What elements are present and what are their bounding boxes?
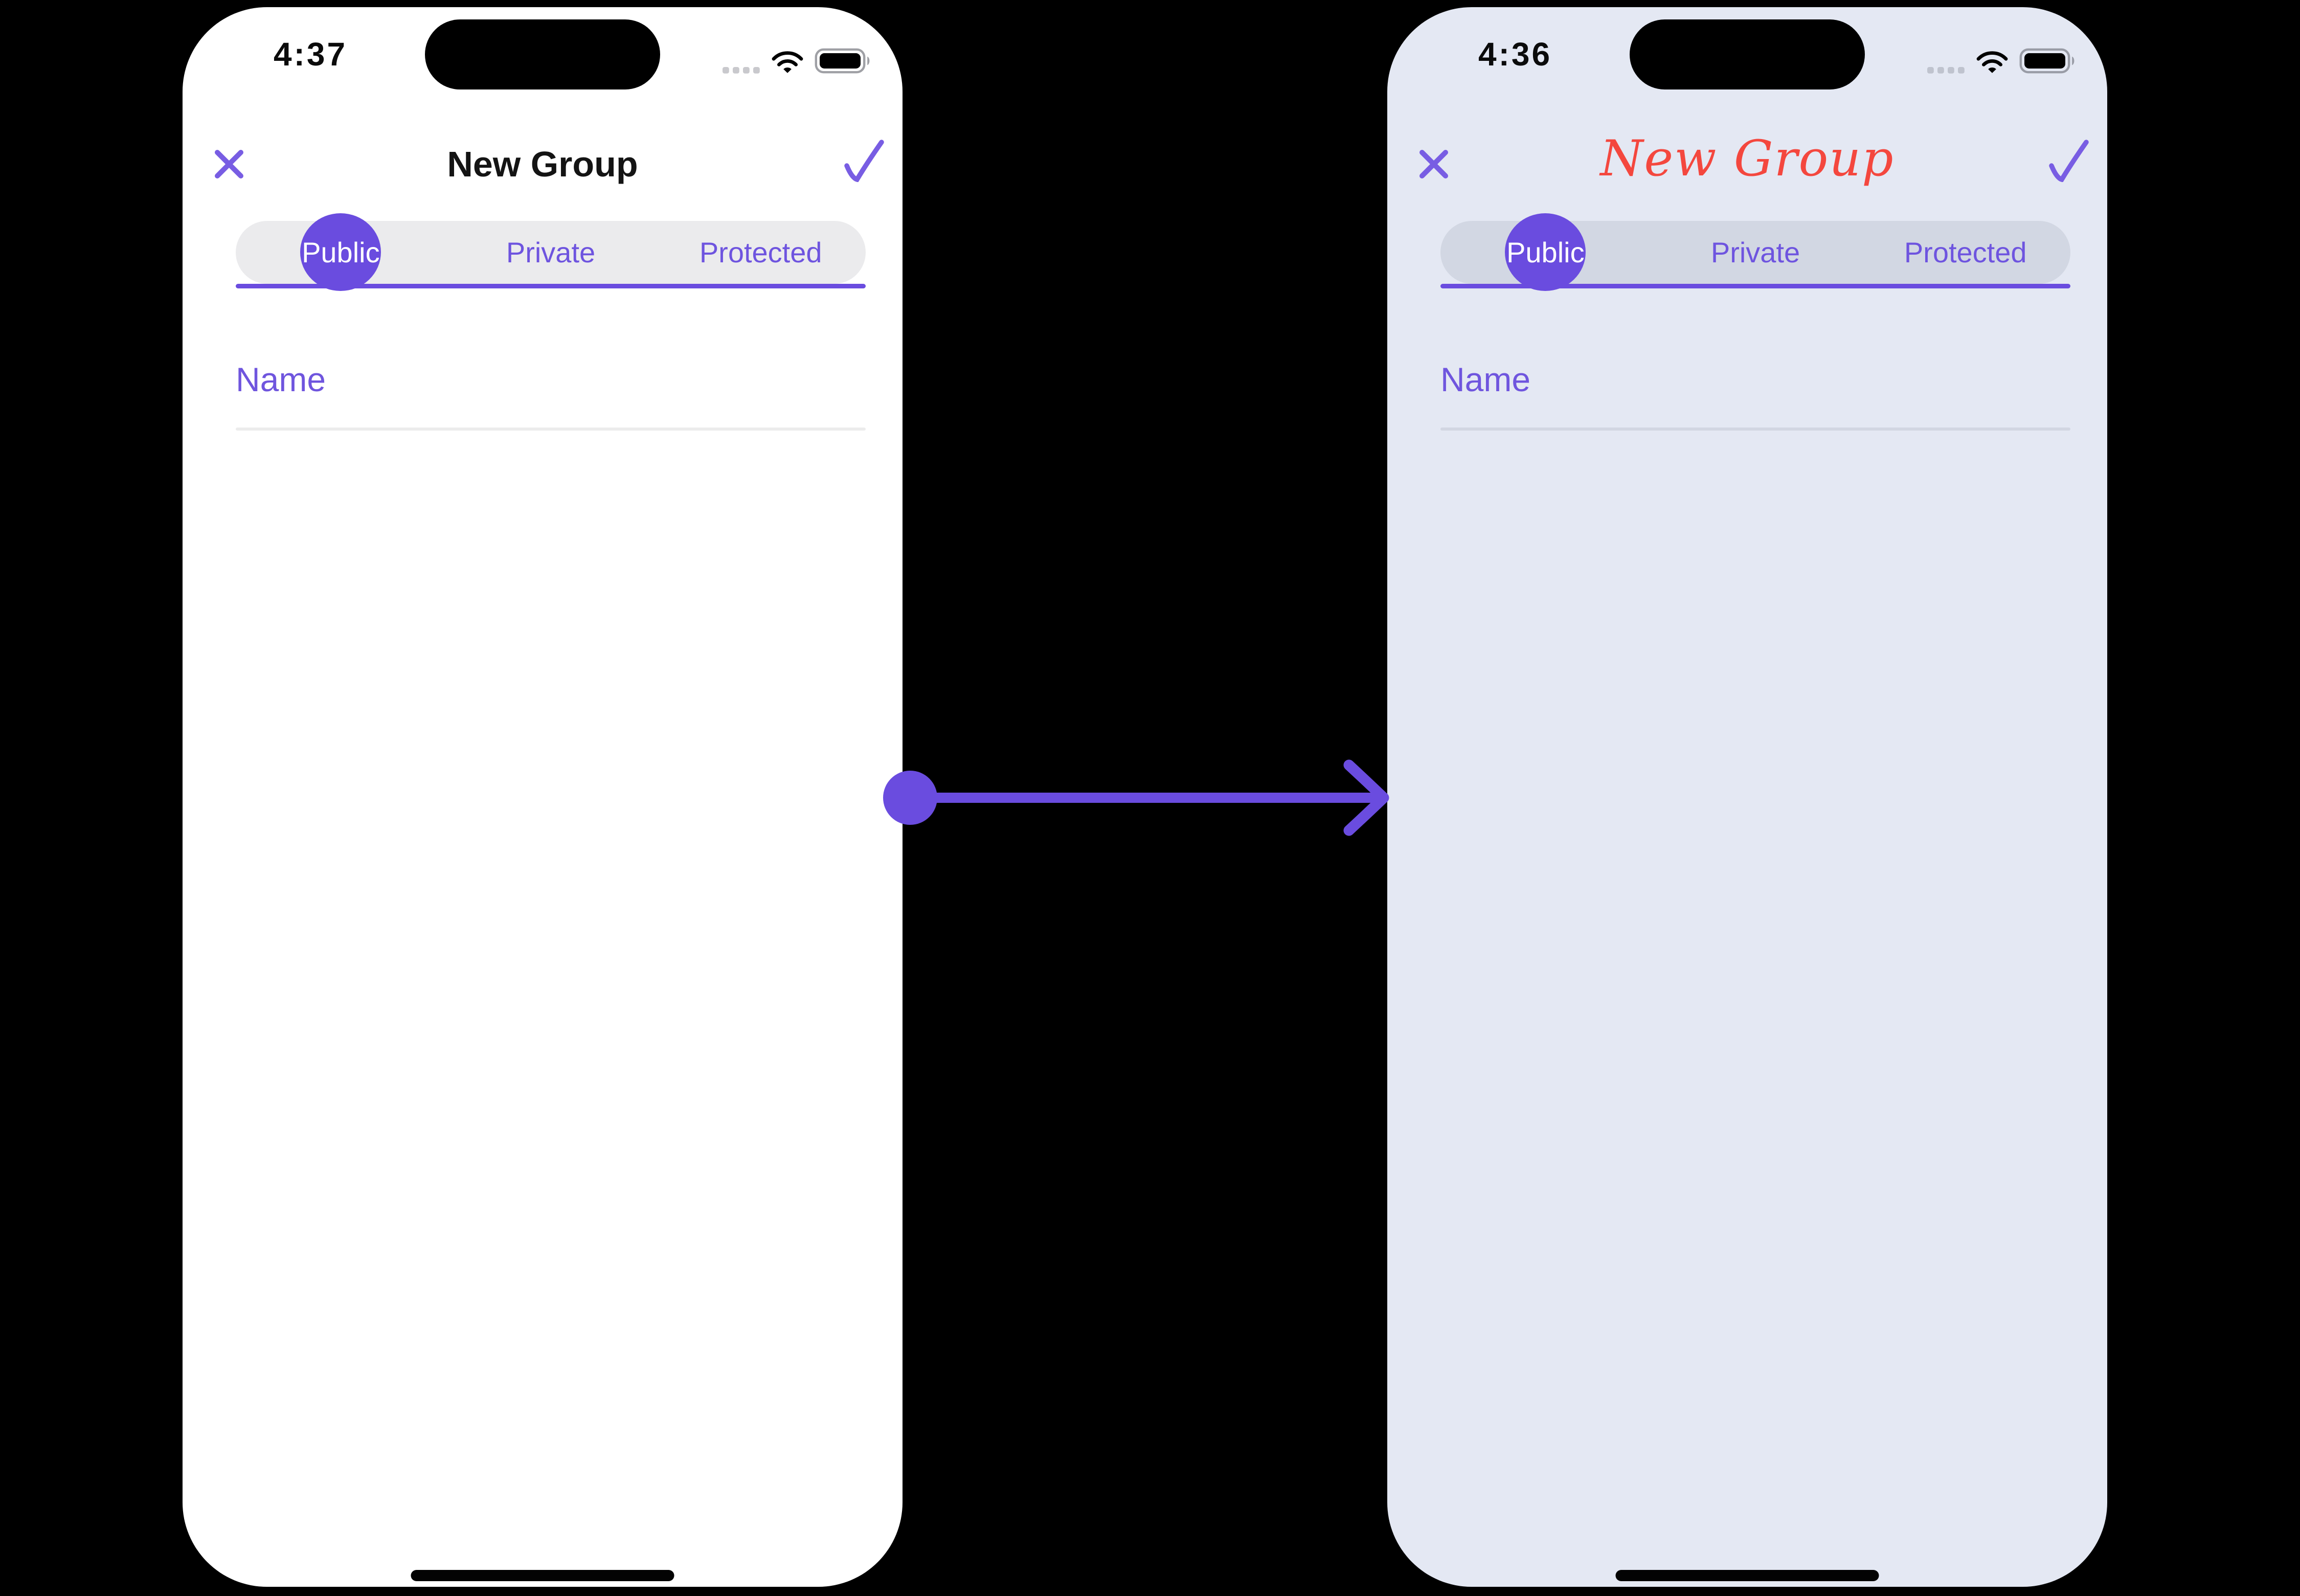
status-icons — [723, 48, 872, 74]
dynamic-island — [425, 19, 660, 89]
tab-label: Protected — [1904, 236, 2027, 268]
tab-label: Protected — [699, 236, 822, 268]
name-field-underline — [236, 428, 866, 431]
wifi-icon — [772, 51, 803, 73]
tab-private[interactable]: Private — [1651, 221, 1861, 284]
tab-private[interactable]: Private — [446, 221, 656, 284]
checkmark-icon[interactable] — [844, 139, 884, 182]
segmented-underline — [236, 284, 866, 288]
tab-protected[interactable]: Protected — [656, 221, 866, 284]
status-icons — [1927, 48, 2077, 74]
phone-after: 4:36 New Group — [1387, 7, 2107, 1587]
arrow-head — [1343, 759, 1389, 836]
tab-public[interactable]: Public — [1440, 213, 1651, 291]
battery-icon — [2019, 48, 2074, 74]
tab-public[interactable]: Public — [236, 213, 446, 291]
tab-label: Private — [1710, 236, 1800, 268]
tab-label: Public — [1506, 236, 1585, 268]
group-name-input[interactable] — [236, 355, 866, 404]
status-time: 4:36 — [1478, 36, 1552, 73]
close-x-icon[interactable] — [212, 147, 246, 181]
close-x-icon[interactable] — [1417, 147, 1451, 181]
checkmark-icon[interactable] — [2049, 139, 2089, 182]
phone-before: 4:37 New Group — [183, 7, 903, 1587]
tab-protected[interactable]: Protected — [1860, 221, 2070, 284]
page-title: New Group — [447, 144, 638, 184]
wifi-icon — [1976, 51, 2008, 73]
dynamic-island — [1630, 19, 1865, 89]
selected-tab-indicator — [300, 213, 381, 291]
cellular-dots-icon — [1927, 67, 1965, 74]
arrow-origin-dot — [883, 771, 937, 825]
cellular-dots-icon — [723, 67, 760, 74]
home-indicator[interactable] — [411, 1570, 674, 1581]
group-name-input[interactable] — [1440, 355, 2070, 404]
name-field-underline — [1440, 428, 2070, 431]
page-title: New Group — [1600, 130, 1895, 187]
battery-icon — [815, 48, 870, 74]
tab-label: Public — [302, 236, 380, 268]
selected-tab-indicator — [1505, 213, 1586, 291]
status-time: 4:37 — [274, 36, 348, 73]
visibility-segmented-control: Public Private Protected — [236, 213, 866, 291]
transition-arrow — [883, 759, 1389, 836]
tab-label: Private — [506, 236, 596, 268]
visibility-segmented-control: Public Private Protected — [1440, 213, 2070, 291]
segmented-underline — [1440, 284, 2070, 288]
home-indicator[interactable] — [1615, 1570, 1879, 1581]
